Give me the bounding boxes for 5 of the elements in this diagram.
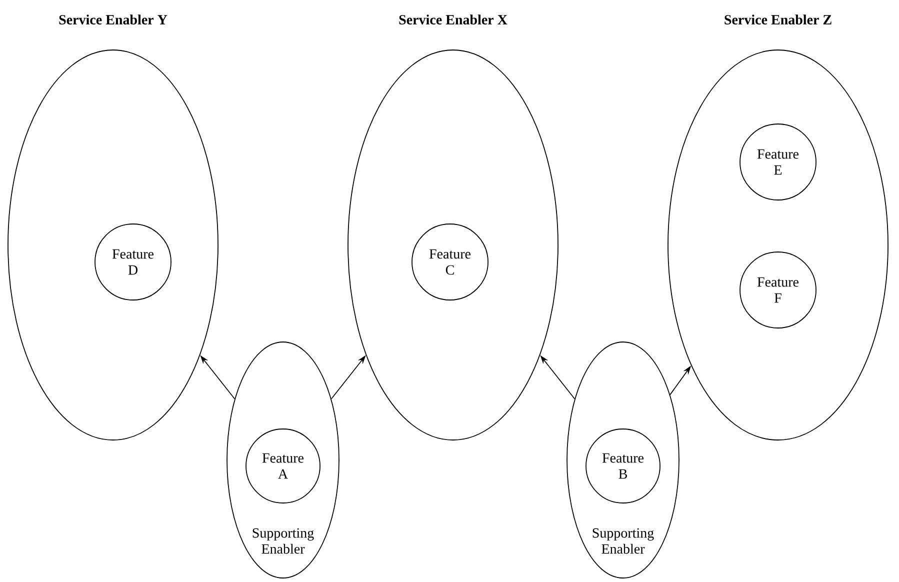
- heading: Service Enabler Z: [724, 14, 832, 24]
- ellipse-label: Supporting Enabler: [252, 528, 314, 554]
- heading: Service Enabler X: [399, 14, 508, 24]
- heading: Service Enabler Y: [59, 14, 168, 24]
- ellipse-label: Supporting Enabler: [592, 528, 654, 554]
